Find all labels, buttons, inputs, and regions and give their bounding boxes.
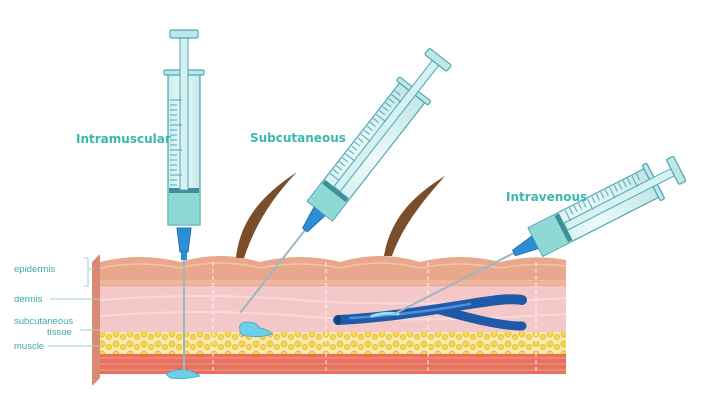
sc-needle: [239, 229, 306, 314]
graduation-tick: [379, 110, 386, 116]
graduation-tick: [372, 117, 380, 124]
hair-strand-left: [236, 172, 297, 258]
graduation-tick: [635, 173, 641, 181]
skin-side-face: [92, 254, 100, 386]
label-subcutaneous-line1: subcutaneous: [14, 316, 73, 327]
graduation-tick: [345, 153, 356, 162]
intravenous-syringe: [393, 156, 687, 316]
graduation-tick: [609, 187, 616, 199]
graduation-tick: [591, 196, 596, 203]
title-intramuscular: Intramuscular: [76, 132, 171, 146]
layer-labels: epidermis dermis subcutaneous tissue mus…: [14, 257, 100, 352]
graduation-tick: [366, 125, 373, 131]
im-plunger-rod: [179, 37, 189, 191]
subcutaneous-syringe: [239, 48, 452, 314]
graduation-tick: [360, 133, 371, 142]
label-epidermis: epidermis: [14, 264, 55, 275]
vein: [333, 294, 527, 331]
graduation-tick: [622, 180, 627, 188]
subcutaneous-fluid-drop: [239, 321, 273, 338]
graduation-tick: [564, 209, 571, 222]
label-subcutaneous-line2: tissue: [47, 327, 72, 338]
graduation-tick: [569, 207, 574, 215]
sc-plunger-stopper: [322, 179, 349, 203]
graduation-tick: [385, 102, 392, 108]
skin-cross-section: [92, 254, 567, 386]
graduation-tick: [394, 90, 401, 96]
im-needle-hub: [176, 227, 192, 253]
graduation-tick: [363, 129, 370, 135]
title-intravenous: Intravenous: [506, 190, 587, 204]
graduation-tick: [604, 189, 609, 197]
im-plunger-thumb: [169, 29, 199, 39]
graduation-tick: [382, 106, 389, 112]
graduation-tick: [354, 141, 361, 147]
intramuscular-fluid-drop: [165, 369, 201, 380]
im-liquid: [169, 192, 199, 224]
muscle-layer: [100, 352, 566, 374]
graduation-tick: [332, 169, 340, 175]
label-dermis: dermis: [14, 294, 43, 305]
subcutaneous-layer: [100, 330, 566, 354]
intramuscular-syringe: [163, 29, 205, 372]
graduation-tick: [573, 205, 578, 213]
graduation-tick: [391, 94, 402, 103]
title-subcutaneous: Subcutaneous: [250, 131, 346, 145]
hair-strand-right: [384, 176, 445, 256]
graduation-tick: [369, 121, 376, 127]
graduation-tick: [618, 182, 623, 190]
graduation-tick: [388, 98, 395, 104]
graduation-tick: [582, 200, 587, 208]
graduation-tick: [335, 165, 343, 171]
graduation-tick: [357, 137, 364, 143]
iv-plunger-thumb: [666, 156, 687, 185]
label-muscle: muscle: [14, 341, 44, 352]
graduation-tick: [613, 184, 618, 192]
graduation-tick: [631, 175, 638, 187]
iv-plunger-stopper: [554, 213, 573, 243]
iv-liquid: [529, 215, 569, 256]
graduation-tick: [348, 149, 355, 155]
graduation-tick: [375, 113, 387, 123]
layer-dividers: [212, 262, 537, 376]
graduation-tick: [627, 178, 632, 185]
graduation-tick: [339, 161, 346, 167]
sc-plunger-thumb: [424, 48, 452, 72]
graduation-tick: [342, 157, 349, 163]
graduation-tick: [586, 198, 594, 210]
graduation-tick: [578, 203, 583, 210]
graduation-tick: [351, 145, 358, 151]
graduation-tick: [329, 173, 340, 182]
sc-liquid: [308, 183, 346, 220]
graduation-tick: [600, 191, 605, 199]
sc-plunger-rod: [333, 59, 440, 193]
graduation-tick: [595, 194, 600, 201]
epidermis-bracket: [84, 257, 89, 287]
iv-needle: [393, 252, 515, 316]
